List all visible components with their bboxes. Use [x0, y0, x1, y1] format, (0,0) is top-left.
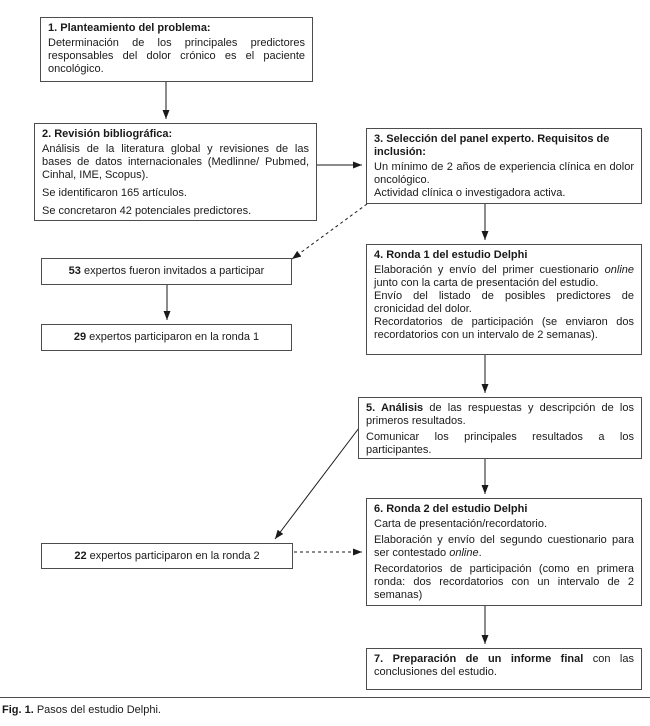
figure-caption: Fig. 1. Pasos del estudio Delphi. — [2, 704, 642, 717]
flow-box-step7: 7. Preparación de un informe final con l… — [366, 648, 642, 690]
step7-title: 7. Preparación de un informe final — [374, 653, 584, 665]
step3-text-1: Un mínimo de 2 años de experiencia clíni… — [374, 161, 634, 186]
experts-round2-number: 22 — [74, 549, 87, 562]
flow-box-step3: 3. Selección del panel experto. Requisit… — [366, 128, 642, 204]
flow-box-step4: 4. Ronda 1 del estudio Delphi Elaboració… — [366, 244, 642, 355]
step6-text-2-start: Elaboración y envío del segundo cuestion… — [374, 534, 634, 559]
step6-title: 6. Ronda 2 del estudio Delphi — [374, 503, 528, 515]
experts-round1-box: 29 expertos participaron en la ronda 1 — [41, 324, 292, 351]
step6-online-italic: online — [449, 547, 479, 559]
step5-text-1-rest: de las respuestas y descripción de los p… — [366, 402, 634, 427]
step3-text-2: Actividad clínica o investigadora activa… — [374, 187, 566, 199]
experts-invited-text: expertos fueron invitados a participar — [80, 265, 265, 277]
flow-box-step6: 6. Ronda 2 del estudio Delphi Carta de p… — [366, 498, 642, 606]
step4-text-1-end: junto con la carta de presentación del e… — [374, 277, 599, 289]
experts-invited-number: 53 — [68, 265, 81, 277]
flow-box-step1: 1. Planteamiento del problema: Determina… — [40, 17, 313, 82]
figure-caption-label: Fig. 1. — [2, 704, 34, 716]
flow-box-step2: 2. Revisión bibliográfica: Análisis de l… — [34, 123, 317, 221]
step4-text-1-start: Elaboración y envío del primer cuestiona… — [374, 264, 605, 276]
step6-text-1: Carta de presentación/recordatorio. — [374, 518, 548, 530]
step6-text-2: Elaboración y envío del segundo cuestion… — [374, 534, 634, 560]
step5-text-1: 5. Análisis de las respuestas y descripc… — [366, 402, 634, 428]
experts-invited-box: 53 expertos fueron invitados a participa… — [41, 258, 292, 285]
step4-title: 4. Ronda 1 del estudio Delphi — [374, 249, 528, 261]
arrow-step5-to-experts-round2 — [274, 427, 360, 540]
step5-text-2: Comunicar los principales resultados a l… — [366, 431, 634, 456]
experts-round1-text: expertos participaron en la ronda 1 — [86, 331, 260, 343]
step6-text-3: Recordatorios de participación (como en … — [374, 563, 634, 601]
step4-text-3: Recordatorios de participación (se envia… — [374, 316, 634, 341]
experts-round1-number: 29 — [73, 331, 87, 343]
step2-text-1: Análisis de la literatura global y revis… — [42, 143, 309, 181]
step5-title: 5. Análisis — [366, 402, 424, 414]
step1-text: Determinación de los principales predict… — [48, 37, 305, 75]
experts-round2-box: 22 expertos participaron en la ronda 2 — [41, 543, 293, 569]
flow-box-step5: 5. Análisis de las respuestas y descripc… — [358, 397, 642, 459]
step7-text-rest: con las conclusiones del estudio. — [374, 653, 634, 678]
step4-online-italic: online — [604, 264, 634, 276]
step7-text: 7. Preparación de un informe final con l… — [374, 653, 634, 679]
experts-round2-text: expertos participaron en la ronda 2 — [86, 549, 260, 562]
caption-divider — [0, 697, 650, 698]
step2-title: 2. Revisión bibliográfica: — [42, 128, 173, 140]
step1-title: 1. Planteamiento del problema: — [48, 22, 211, 34]
step4-text-1: Elaboración y envío del primer cuestiona… — [374, 264, 634, 290]
figure-caption-text: Pasos del estudio Delphi. — [33, 704, 161, 716]
step6-text-2-end: . — [478, 547, 482, 559]
step4-text-2: Envío del listado de posibles predictore… — [374, 290, 634, 315]
step2-text-3: Se concretaron 42 potenciales predictore… — [42, 205, 252, 217]
step2-text-2: Se identificaron 165 artículos. — [42, 187, 187, 199]
step3-title: 3. Selección del panel experto. Requisit… — [374, 133, 610, 158]
